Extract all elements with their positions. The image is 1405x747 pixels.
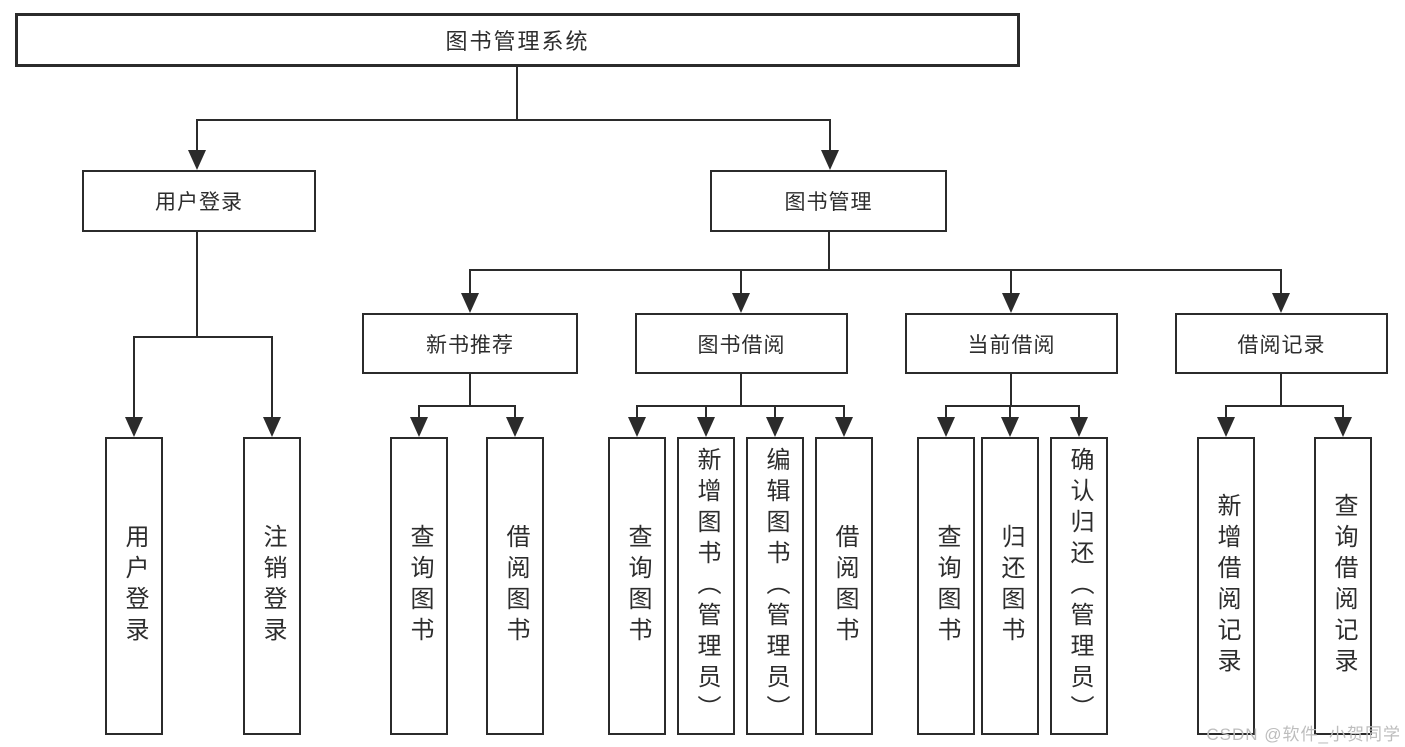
node-root-library-system: 图书管理系统 [15, 13, 1020, 67]
arrowhead-down-icon [461, 293, 479, 313]
node-book-management: 图书管理 [710, 170, 947, 232]
connector-line [133, 336, 135, 419]
connector-line [469, 269, 471, 297]
arrowhead-down-icon [506, 417, 524, 437]
leaf-borrow-query-books: 查询图书 [608, 437, 666, 735]
node-current-borrowing: 当前借阅 [905, 313, 1118, 374]
connector-line [1225, 405, 1227, 419]
leaf-current-return-books: 归还图书 [981, 437, 1039, 735]
connector-line [271, 336, 273, 419]
arrowhead-down-icon [821, 150, 839, 170]
arrowhead-down-icon [1217, 417, 1235, 437]
connector-line [418, 405, 420, 419]
connector-line [196, 119, 198, 154]
leaf-user-login: 用户登录 [105, 437, 163, 735]
arrowhead-down-icon [937, 417, 955, 437]
arrowhead-down-icon [628, 417, 646, 437]
node-book-borrowing: 图书借阅 [635, 313, 848, 374]
arrowhead-down-icon [766, 417, 784, 437]
connector-line [1078, 405, 1080, 419]
leaf-borrow-borrow-books: 借阅图书 [815, 437, 873, 735]
connector-line [1009, 405, 1011, 419]
leaf-rec-borrow-books: 借阅图书 [486, 437, 544, 735]
connector-line [1280, 269, 1282, 297]
leaf-records-add-borrow-record: 新增借阅记录 [1197, 437, 1255, 735]
csdn-watermark: CSDN @软件_小贺同学 [1206, 725, 1401, 744]
connector-line [945, 405, 1080, 407]
connector-line [740, 269, 742, 297]
arrowhead-down-icon [1334, 417, 1352, 437]
arrowhead-down-icon [1002, 293, 1020, 313]
connector-line [1342, 405, 1344, 419]
connector-line [469, 374, 471, 407]
connector-line [196, 232, 198, 338]
arrowhead-down-icon [1070, 417, 1088, 437]
connector-line [843, 405, 845, 419]
arrowhead-down-icon [1001, 417, 1019, 437]
leaf-borrow-add-books-admin: 新增图书（管理员） [677, 437, 735, 735]
node-user-login: 用户登录 [82, 170, 316, 232]
connector-line [196, 119, 831, 121]
arrowhead-down-icon [697, 417, 715, 437]
connector-line [740, 374, 742, 407]
connector-line [705, 405, 707, 419]
connector-line [1225, 405, 1344, 407]
connector-line [829, 119, 831, 154]
leaf-current-confirm-return-admin: 确认归还（管理员） [1050, 437, 1108, 735]
connector-line [516, 67, 518, 121]
connector-line [418, 405, 516, 407]
arrowhead-down-icon [410, 417, 428, 437]
node-borrowing-records: 借阅记录 [1175, 313, 1388, 374]
leaf-logout-login: 注销登录 [243, 437, 301, 735]
connector-line [774, 405, 776, 419]
connector-line [469, 269, 1282, 271]
leaf-current-query-books: 查询图书 [917, 437, 975, 735]
arrowhead-down-icon [125, 417, 143, 437]
arrowhead-down-icon [835, 417, 853, 437]
connector-line [636, 405, 638, 419]
connector-line [636, 405, 845, 407]
arrowhead-down-icon [732, 293, 750, 313]
connector-line [514, 405, 516, 419]
arrowhead-down-icon [263, 417, 281, 437]
node-new-book-recommend: 新书推荐 [362, 313, 578, 374]
leaf-borrow-edit-books-admin: 编辑图书（管理员） [746, 437, 804, 735]
arrowhead-down-icon [188, 150, 206, 170]
connector-line [1010, 269, 1012, 297]
leaf-records-query-borrow-record: 查询借阅记录 [1314, 437, 1372, 735]
connector-line [1280, 374, 1282, 407]
arrowhead-down-icon [1272, 293, 1290, 313]
connector-line [1010, 374, 1012, 407]
leaf-rec-query-books: 查询图书 [390, 437, 448, 735]
connector-line [133, 336, 273, 338]
connector-line [828, 232, 830, 271]
connector-line [945, 405, 947, 419]
